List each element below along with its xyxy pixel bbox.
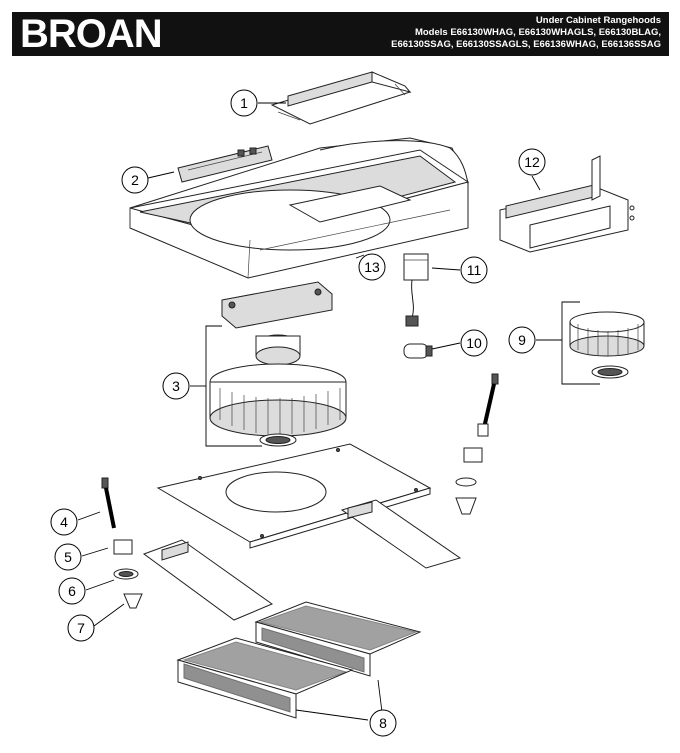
part-right-light-channel	[340, 499, 462, 569]
callout-8: 8	[369, 709, 397, 737]
callout-12: 12	[518, 148, 546, 176]
callout-6: 6	[58, 577, 86, 605]
svg-text:10: 10	[466, 335, 482, 351]
svg-text:2: 2	[131, 172, 139, 188]
header-bar: BROAN Under Cabinet Rangehoods Models E6…	[12, 12, 669, 56]
part-left-lamp-socket	[113, 539, 133, 555]
svg-text:1: 1	[240, 95, 248, 111]
callout-7: 7	[67, 614, 95, 642]
svg-text:8: 8	[379, 715, 387, 731]
part-hood-housing	[129, 137, 470, 279]
part-blower-wheel	[569, 311, 645, 379]
callout-leaders	[77, 102, 541, 627]
svg-text:4: 4	[60, 514, 68, 530]
models-line-2: E66130SSAG, E66130SSAGLS, E66136WHAG, E6…	[391, 39, 661, 50]
svg-text:13: 13	[364, 259, 380, 275]
svg-text:6: 6	[68, 583, 76, 599]
callout-11: 11	[460, 256, 488, 284]
svg-text:7: 7	[77, 620, 85, 636]
part-left-lamp-wire	[101, 477, 116, 529]
callout-4: 4	[50, 508, 78, 536]
document-title: Under Cabinet Rangehoods	[535, 15, 661, 26]
part-capacitor	[403, 343, 433, 359]
svg-text:9: 9	[518, 332, 526, 348]
callout-9: 9	[508, 326, 536, 354]
part-top-bracket	[270, 71, 412, 125]
part-grease-filter-upper	[254, 601, 422, 677]
callout-3-bracket	[190, 325, 262, 447]
callout-3: 3	[162, 372, 190, 400]
part-left-lamp-bulb	[123, 593, 143, 609]
part-left-lamp-ring	[113, 568, 139, 580]
callout-10: 10	[460, 329, 488, 357]
part-motor-assembly	[209, 281, 347, 447]
svg-text:5: 5	[64, 549, 72, 565]
callout-9-bracket	[536, 301, 600, 385]
svg-text:11: 11	[467, 262, 482, 278]
callout-8-leaders	[295, 679, 383, 721]
part-bottom-panel	[156, 443, 432, 549]
callout-13: 13	[358, 253, 386, 281]
part-control-board	[177, 145, 273, 183]
part-grease-filter-lower	[176, 637, 354, 719]
svg-text:12: 12	[524, 154, 540, 170]
part-right-lamp-socket	[455, 373, 499, 515]
callout-5: 5	[54, 543, 82, 571]
svg-text:3: 3	[172, 378, 180, 394]
part-left-light-channel	[142, 539, 274, 621]
part-junction-box	[403, 253, 429, 327]
brand-logo: BROAN	[20, 12, 163, 56]
callout-2: 2	[121, 166, 149, 194]
part-damper-bracket	[499, 155, 635, 253]
title-block: Under Cabinet Rangehoods Models E66130WH…	[391, 15, 661, 51]
callout-1: 1	[230, 89, 258, 117]
models-line-1: Models E66130WHAG, E66130WHAGLS, E66130B…	[414, 27, 661, 38]
